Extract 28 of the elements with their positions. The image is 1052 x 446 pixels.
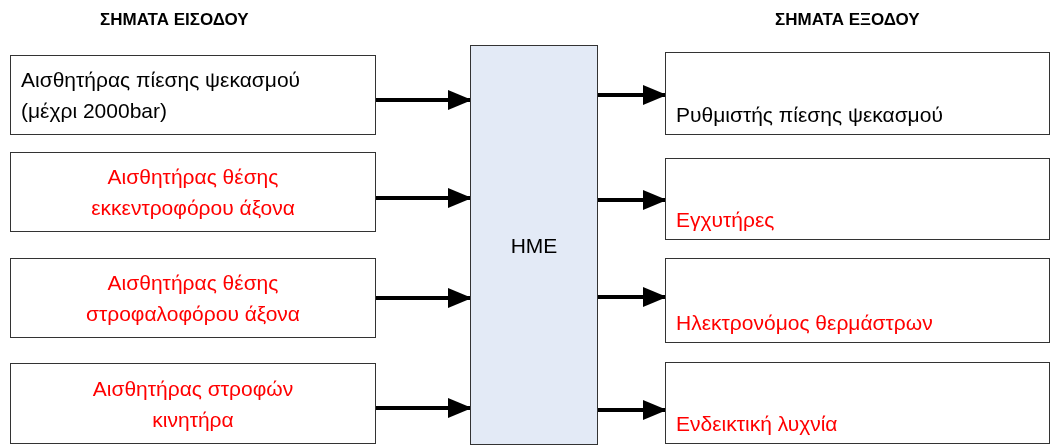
column-heading: ΣΗΜΑΤΑ ΕΞΟΔΟΥ — [775, 10, 920, 30]
arrow — [376, 288, 472, 308]
signal-box — [665, 362, 1050, 444]
arrow — [598, 190, 667, 210]
node-text: ΗΜΕ — [510, 232, 558, 259]
signal-box — [665, 158, 1050, 240]
node-text: Ηλεκτρονόμος θερμάστρων — [676, 310, 933, 336]
node-text: Εγχυτήρες — [676, 207, 775, 233]
node-text: Ενδεικτική λυχνία — [676, 411, 838, 437]
node-text: Αισθητήρας πίεσης ψεκασμού (μέχρι 2000bar) — [21, 67, 302, 124]
control-unit-box — [470, 45, 598, 445]
arrow — [598, 287, 667, 307]
signal-box — [665, 52, 1050, 135]
signal-box — [10, 152, 376, 232]
node-text: Αισθητήρας στροφών κινητήρα — [91, 375, 295, 433]
signal-box — [665, 258, 1050, 343]
signal-box — [10, 258, 376, 338]
signal-box — [10, 55, 376, 135]
arrow — [376, 90, 472, 110]
column-heading: ΣΗΜΑΤΑ ΕΙΣΟΔΟΥ — [100, 10, 249, 30]
signal-box — [10, 363, 376, 444]
node-text: Αισθητήρας θέσης στροφαλοφόρου άξονα — [84, 270, 301, 327]
arrow — [376, 398, 472, 418]
arrow — [376, 188, 472, 208]
arrow — [598, 85, 667, 105]
node-text: Ρυθμιστής πίεσης ψεκασμού — [676, 102, 943, 128]
node-text: Αισθητήρας θέσης εκκεντροφόρου άξονα — [90, 164, 296, 221]
arrow — [598, 400, 667, 420]
